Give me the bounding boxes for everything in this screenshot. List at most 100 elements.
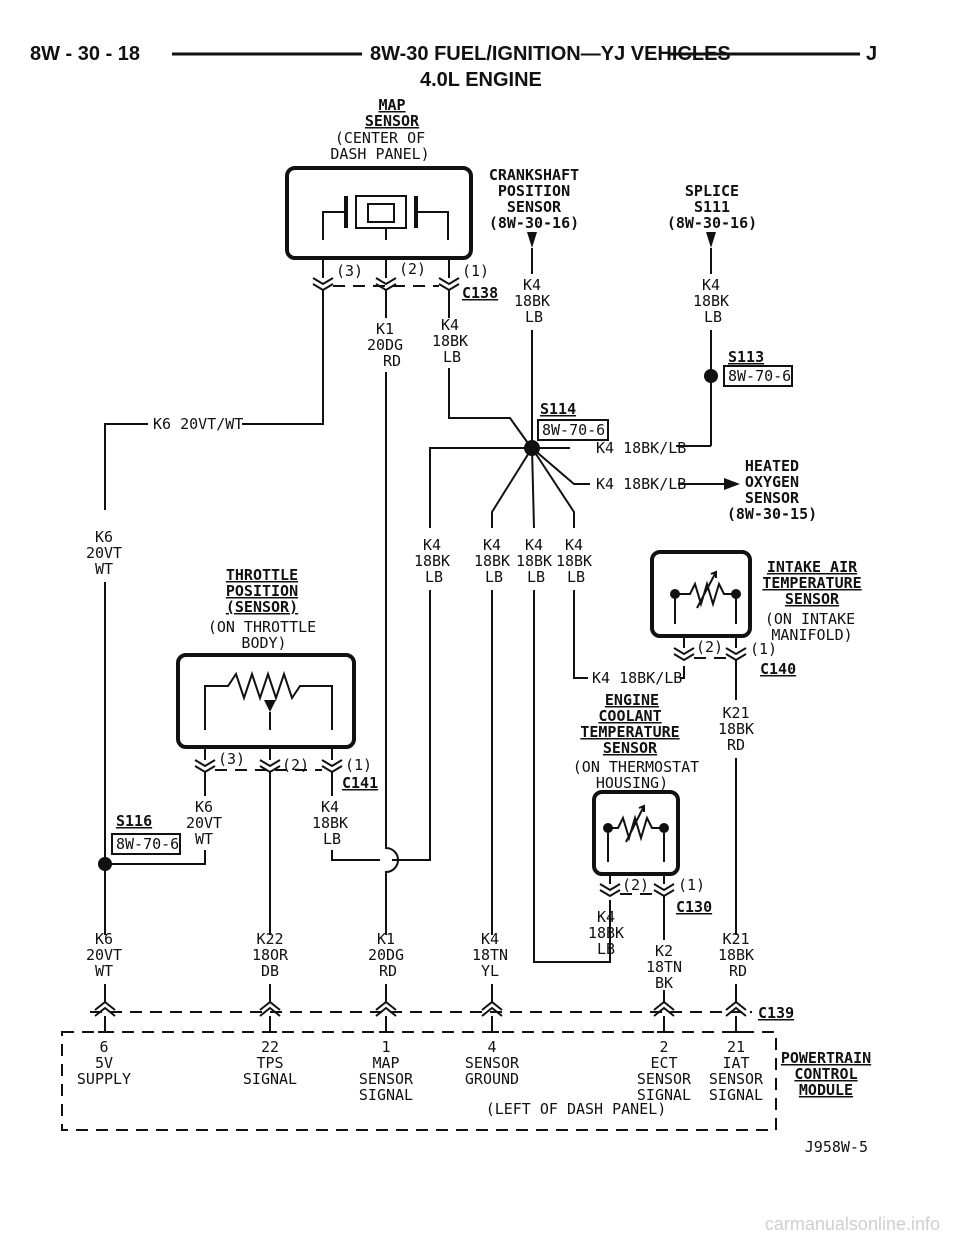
pcm-pin2-line2: SENSOR	[637, 1070, 692, 1088]
pcm-pin22-line1: TPS	[256, 1054, 283, 1072]
pcm-name-3: MODULE	[799, 1081, 853, 1099]
k4-map-to-s114	[448, 290, 531, 447]
connector-c138: (3) (2) (1) C138	[312, 260, 498, 302]
engine-coolant-temp-sensor: ENGINE COOLANT TEMPERATURE SENSOR (ON TH…	[573, 691, 712, 916]
pcm-pin4-number: 4	[487, 1038, 496, 1056]
map-sensor: MAP SENSOR (CENTER OF DASH PANEL)	[285, 96, 473, 278]
crankshaft-sensor-ref: CRANKSHAFT POSITION SENSOR (8W-30-16) K4…	[489, 166, 579, 448]
o2-label-2: OXYGEN	[745, 473, 799, 491]
c130-pin1-label: (1)	[678, 876, 705, 894]
k4-to-iat	[573, 590, 588, 679]
pcm-location: (LEFT OF DASH PANEL)	[486, 1100, 667, 1118]
k1-bottom-color: RD	[379, 962, 397, 980]
crank-k4-color: LB	[525, 308, 543, 326]
pcm-pin21-line3: SIGNAL	[709, 1086, 763, 1104]
s116-ref: 8W-70-6	[116, 835, 179, 853]
iat-label-2: TEMPERATURE	[762, 574, 861, 592]
o2-label-4: (8W-30-15)	[727, 505, 817, 523]
c139-to-pcm-stubs	[104, 1016, 737, 1032]
s111-arrow-icon	[706, 232, 716, 248]
branch1-gauge: 18BK	[414, 552, 450, 570]
k1-bottom-gauge: 20DG	[368, 946, 404, 964]
s113-dot	[704, 369, 718, 383]
crank-k4-gauge: 18BK	[514, 292, 550, 310]
k6-bottom-color: WT	[95, 962, 113, 980]
pcm-pin1-line3: SIGNAL	[359, 1086, 413, 1104]
o2-arrow-icon	[724, 478, 740, 490]
s111-k4-gauge: 18BK	[693, 292, 729, 310]
k4-bottom-gauge: 18TN	[472, 946, 508, 964]
s114-branch-labels: K4 18BK LB K4 18BK LB K4 18BK LB K4 18BK…	[414, 536, 592, 586]
crank-label-2: POSITION	[498, 182, 570, 200]
k22-gauge: 18OR	[252, 946, 289, 964]
ect-label-1: ENGINE	[605, 691, 659, 709]
branch3-gauge: 18BK	[516, 552, 552, 570]
k4-iat-stub	[680, 666, 685, 679]
header-page-number: 8W - 30 - 18	[30, 43, 140, 65]
pcm-outline	[61, 1031, 777, 1131]
k21-bottom-circuit: K21	[722, 930, 749, 948]
pcm-pin4-line2: GROUND	[465, 1070, 519, 1088]
s111-label-1: SPLICE	[685, 182, 739, 200]
pcm-pin2-number: 2	[659, 1038, 668, 1056]
c138-pin1-label: (1)	[462, 262, 489, 280]
k4-to-ect	[533, 590, 611, 963]
k21-top-gauge: 18BK	[718, 720, 754, 738]
pcm-pin21-line2: SENSOR	[709, 1070, 764, 1088]
ect-location-1: (ON THERMOSTAT	[573, 758, 699, 776]
branch4-color: LB	[567, 568, 585, 586]
k6-tps-gauge: 20VT	[186, 814, 222, 832]
pcm-pin21-number: 21	[727, 1038, 745, 1056]
map-sensor-title-2: SENSOR	[365, 112, 420, 130]
throttle-position-sensor: THROTTLE POSITION (SENSOR) (ON THROTTLE …	[176, 566, 378, 792]
tps-housing	[176, 653, 356, 749]
s114-label: S114	[540, 400, 576, 418]
crank-arrow-icon	[527, 232, 537, 248]
iat-label-1: INTAKE AIR	[767, 558, 858, 576]
tps-location-2: BODY)	[241, 634, 286, 652]
k22-circuit: K22	[256, 930, 283, 948]
c138-pin3-label: (3)	[336, 262, 363, 280]
tps-label-3: (SENSOR)	[226, 598, 298, 616]
s111-k4-circuit: K4	[702, 276, 720, 294]
pcm-pin2-line3: SIGNAL	[637, 1086, 691, 1104]
c130-label: C130	[676, 898, 712, 916]
s114-branches	[429, 447, 590, 529]
c141-pin1-label: (1)	[345, 756, 372, 774]
tps-location-1: (ON THROTTLE	[208, 618, 316, 636]
crank-label-4: (8W-30-16)	[489, 214, 579, 232]
s113-ref: 8W-70-6	[728, 367, 791, 385]
k4-iat-label: K4 18BK/LB	[592, 669, 682, 687]
k4-ect-gauge: 18BK	[588, 924, 624, 942]
pcm-pin6-line2: SUPPLY	[77, 1070, 131, 1088]
k4-tps-gauge: 18BK	[312, 814, 348, 832]
branch3-color: LB	[527, 568, 545, 586]
pcm-pin6-line1: 5V	[95, 1054, 113, 1072]
k1-top-gauge: 20DG	[367, 336, 403, 354]
s111-k4-color: LB	[704, 308, 722, 326]
s111-label-3: (8W-30-16)	[667, 214, 757, 232]
crank-k4-circuit: K4	[523, 276, 541, 294]
c138-terminals	[312, 277, 460, 292]
s111-label-2: S111	[694, 198, 730, 216]
s113-ref-box	[723, 365, 793, 387]
s116-label: S116	[116, 812, 152, 830]
k4-bottom-circuit: K4	[481, 930, 499, 948]
pcm-wire-stubs	[104, 984, 737, 1002]
pcm-pin21-line1: IAT	[722, 1054, 749, 1072]
k4-tps-ground-route	[392, 590, 431, 861]
connector-c139: C139	[90, 1000, 794, 1032]
s113-label: S113	[728, 348, 764, 366]
k4-tps-circuit: K4	[321, 798, 339, 816]
pcm-pin22-line2: SIGNAL	[243, 1070, 297, 1088]
potentiometer-icon	[204, 670, 333, 730]
k1-top-color: RD	[383, 352, 401, 370]
k4-ect-circuit: K4	[597, 908, 615, 926]
watermark: carmanualsonline.info	[765, 1214, 940, 1234]
figure-code: J958W-5	[805, 1138, 868, 1156]
map-sensor-title-1: MAP	[378, 96, 405, 114]
intake-air-temp-sensor: (2) (1) C140 INTAKE AIR TEMPERATURE SENS…	[650, 550, 862, 678]
c141-label: C141	[342, 774, 378, 792]
k4-map-circuit: K4	[441, 316, 459, 334]
